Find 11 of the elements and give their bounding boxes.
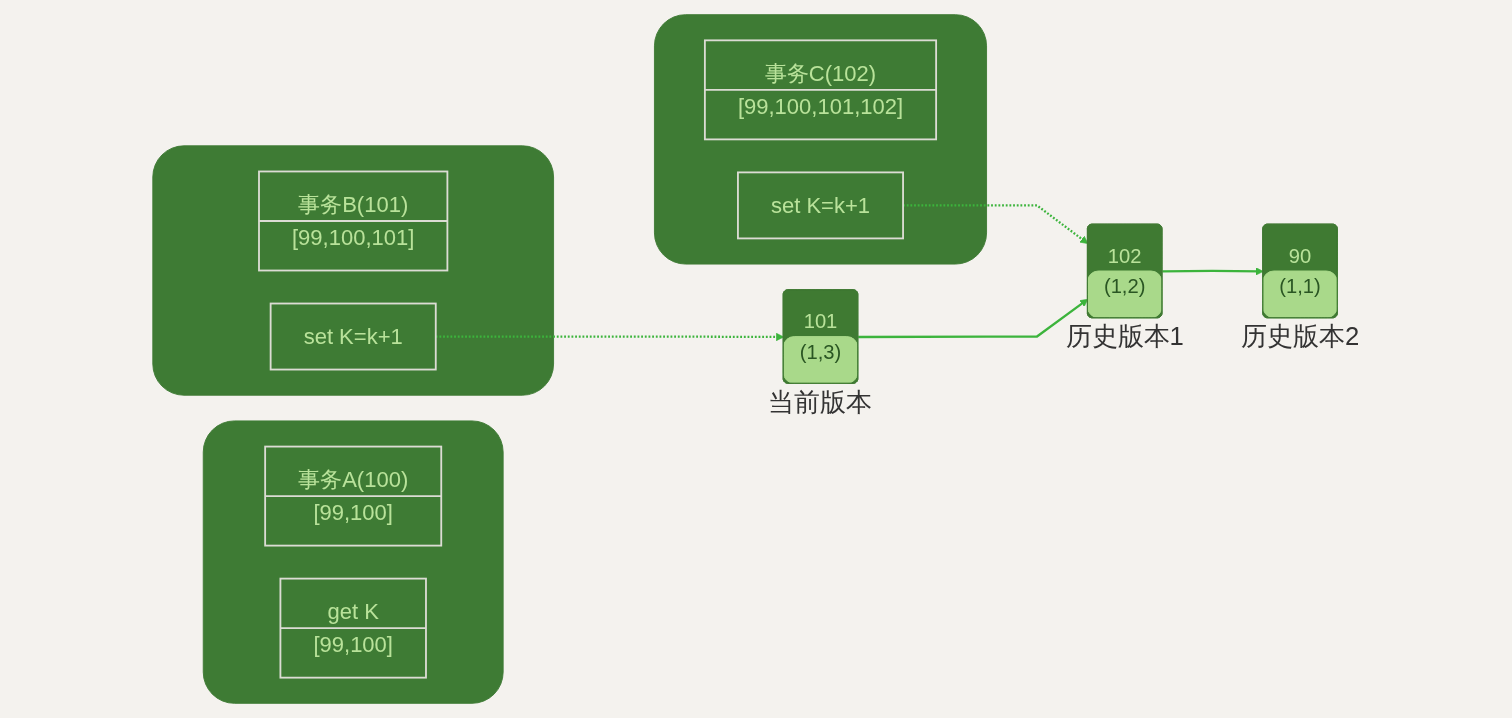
node-box: set K=k+1 bbox=[737, 171, 904, 240]
cluster bbox=[654, 14, 987, 265]
arrow bbox=[858, 298, 1089, 339]
arrow bbox=[903, 204, 1089, 244]
node-box: set K=k+1 bbox=[269, 302, 437, 371]
node-label: 历史版本1 bbox=[1065, 322, 1184, 351]
arrow bbox=[1162, 267, 1264, 276]
cluster bbox=[202, 420, 504, 704]
cluster bbox=[152, 145, 555, 396]
node-label: 当前版本 bbox=[768, 387, 873, 416]
node-label: 历史版本2 bbox=[1240, 322, 1360, 351]
